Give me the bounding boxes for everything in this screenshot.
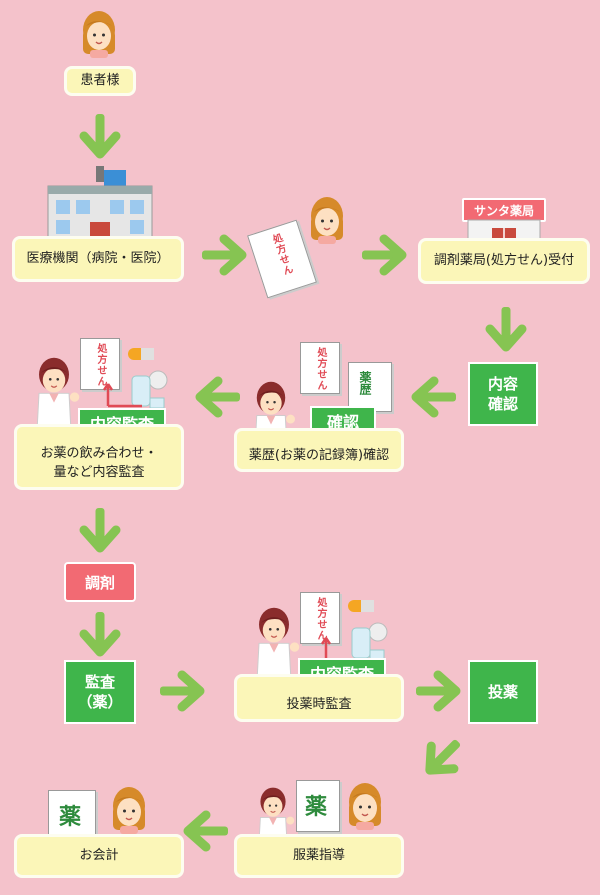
arrow-admin-audit-to-administration xyxy=(408,666,466,716)
patient-icon xyxy=(82,10,116,59)
arrow-hospital-to-prescription xyxy=(194,230,252,280)
administration-step: 投薬 xyxy=(468,660,538,724)
hospital-label: 医療機関（病院・医院） xyxy=(12,236,184,282)
record-book-label: 薬歴 xyxy=(358,371,372,395)
medication-guidance-label: 服薬指導 xyxy=(234,834,404,878)
dispensing-step: 調剤 xyxy=(64,562,136,602)
medicine-capsules-icon xyxy=(128,348,168,409)
guidance-medicine-bag-label: 薬 xyxy=(305,795,328,820)
arrow-reception-to-confirm xyxy=(476,298,536,356)
prescription-sheet-text: 処方せん xyxy=(315,347,326,391)
audit-prescription-text: 処方せん xyxy=(95,343,106,387)
patient-label: 患者様 xyxy=(64,66,136,96)
guidance-medicine-bag: 薬 xyxy=(296,780,340,832)
admin-pointer-arrow xyxy=(320,637,360,662)
checkout-label: お会計 xyxy=(14,834,184,878)
arrow-guidance-to-checkout xyxy=(180,806,238,856)
arrow-patient-to-hospital xyxy=(70,106,130,162)
drug-audit-text: 監査 （薬） xyxy=(77,672,123,711)
arrow-confirm-to-record xyxy=(408,372,466,422)
arrow-dispensing-to-drug-audit xyxy=(70,604,130,660)
checkout-medicine-bag-label: 薬 xyxy=(59,805,82,830)
content-confirm-text: 内容 確認 xyxy=(487,374,518,413)
drug-audit-step: 監査 （薬） xyxy=(64,660,136,724)
arrow-drug-audit-to-admin-audit xyxy=(152,666,210,716)
arrow-patient-to-pharmacy xyxy=(354,230,412,280)
audit-prescription-sheet: 処方せん xyxy=(80,338,120,390)
arrow-administration-to-guidance xyxy=(414,726,474,786)
content-confirm-step: 内容 確認 xyxy=(468,362,538,426)
admin-medicine-icon xyxy=(348,600,388,661)
record-check-label: 薬歴(お薬の記録簿)確認 xyxy=(234,428,404,472)
audit-description-label: お薬の飲み合わせ・ 量など内容監査 xyxy=(14,424,184,490)
admin-prescription-sheet: 処方せん xyxy=(300,592,340,644)
arrow-audit-to-dispensing xyxy=(70,500,130,556)
prescription-sheet: 処方せん xyxy=(300,342,340,394)
admin-prescription-text: 処方せん xyxy=(315,597,326,641)
arrow-record-to-audit xyxy=(192,372,250,422)
audit-description-text: お薬の飲み合わせ・ 量など内容監査 xyxy=(40,446,158,480)
patient-face-icon xyxy=(310,196,344,245)
audit-pointer-arrow xyxy=(102,383,142,408)
admin-audit-label: 投薬時監査 xyxy=(234,674,404,722)
pharmacy-reception-label: 調剤薬局(処方せん)受付 xyxy=(418,238,590,284)
medication-record-book: 薬歴 xyxy=(348,362,392,412)
pharmacy-sign: サンタ薬局 xyxy=(462,198,546,222)
guidance-patient-icon xyxy=(348,782,382,831)
prescription-text: 処方せん xyxy=(269,232,294,278)
